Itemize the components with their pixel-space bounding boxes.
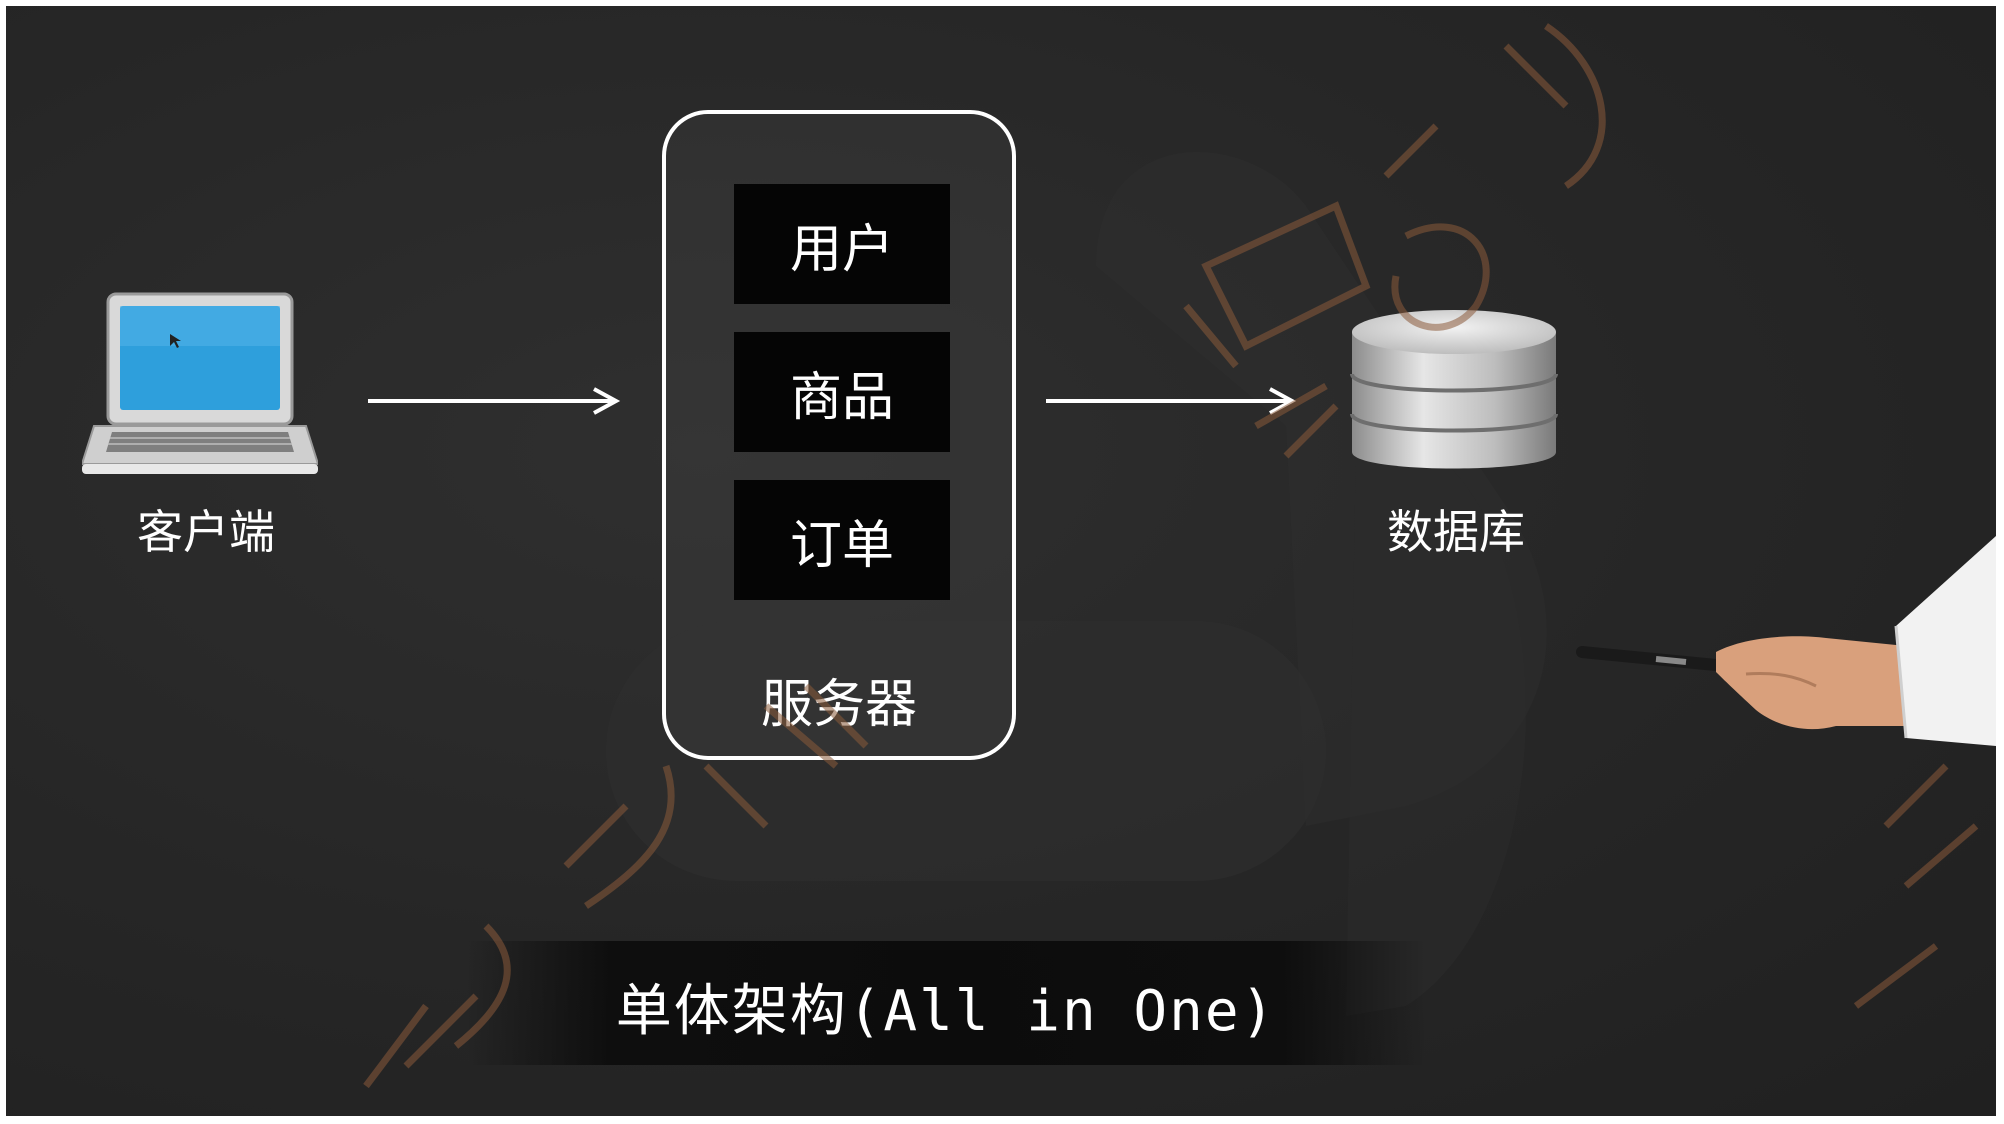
module-user: 用户 — [734, 184, 950, 304]
client-label: 客户端 — [137, 505, 275, 559]
arrow-server-to-database — [1046, 387, 1297, 415]
caption-bar — [466, 941, 1426, 1065]
caption-title: 单体架构(All in One) — [615, 979, 1277, 1044]
laptop-icon — [82, 292, 318, 474]
arrow-client-to-server — [368, 387, 621, 415]
database-icon — [1350, 310, 1558, 469]
slide-frame: 客户端 用户 商品 订单 服务器 数据库 — [6, 6, 1996, 1116]
module-product: 商品 — [734, 332, 950, 452]
connection-arrows — [368, 387, 1297, 415]
server-box: 用户 商品 订单 服务器 — [662, 110, 1016, 760]
database-label: 数据库 — [1387, 505, 1525, 559]
presenter-hand-image — [1576, 536, 1996, 746]
module-order: 订单 — [734, 480, 950, 600]
server-label: 服务器 — [760, 675, 917, 735]
